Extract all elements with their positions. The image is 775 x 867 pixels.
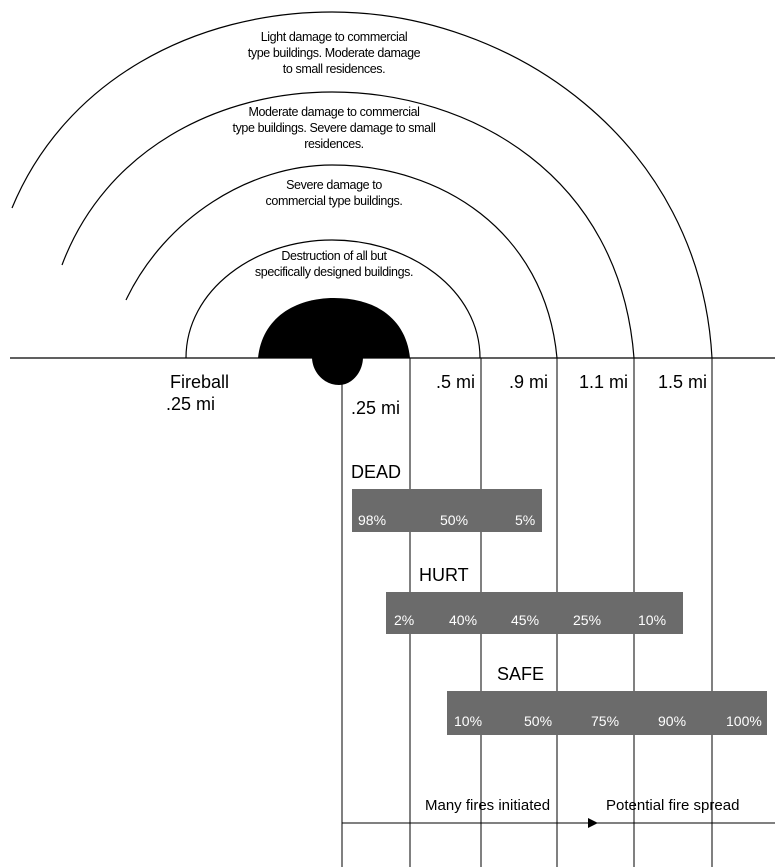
zone-text-severe: Severe damage to commercial type buildin… — [222, 177, 446, 209]
safe-heading: SAFE — [497, 664, 545, 684]
dead-band — [352, 489, 542, 532]
ring-light — [11, 11, 713, 359]
distance-label-05: .5 mi — [436, 372, 476, 392]
distance-label-09: .9 mi — [509, 372, 549, 392]
fire-arrow-head — [588, 818, 598, 828]
fireball-radius: .25 mi — [166, 394, 216, 414]
hurt-pct-0: 2% — [394, 612, 415, 628]
safe-pct-0: 10% — [454, 713, 483, 729]
zone-line: Destruction of all but — [281, 249, 387, 263]
safe-pct-4: 100% — [726, 713, 762, 729]
hurt-pct-4: 10% — [638, 612, 667, 628]
zone-text-light: Light damage to commercial type building… — [210, 29, 458, 77]
fireball-core — [312, 357, 363, 385]
zone-line: commercial type buildings. — [265, 194, 403, 208]
dead-pct-0: 98% — [358, 512, 387, 528]
hurt-heading: HURT — [419, 565, 469, 585]
hurt-band — [386, 592, 683, 634]
zone-line: Severe damage to — [286, 178, 382, 192]
zone-line: Moderate damage to commercial — [248, 105, 420, 119]
safe-band — [447, 691, 767, 735]
fires-initiated-label: Many fires initiated — [425, 797, 551, 814]
ring-moderate — [61, 91, 635, 359]
zone-line: to small residences. — [282, 62, 386, 76]
zone-line: Light damage to commercial — [260, 30, 408, 44]
hurt-pct-1: 40% — [449, 612, 478, 628]
zone-text-destruction: Destruction of all but specifically desi… — [222, 248, 446, 280]
zone-line: residences. — [304, 137, 364, 151]
fire-spread-label: Potential fire spread — [606, 797, 740, 814]
distance-label-11: 1.1 mi — [579, 372, 629, 392]
safe-pct-1: 50% — [524, 713, 553, 729]
dead-heading: DEAD — [351, 462, 402, 482]
dead-pct-2: 5% — [515, 512, 536, 528]
hurt-pct-2: 45% — [511, 612, 540, 628]
safe-pct-3: 90% — [658, 713, 687, 729]
zone-line: specifically designed buildings. — [254, 265, 414, 279]
fireball-dome — [258, 298, 410, 358]
distance-label-15: 1.5 mi — [658, 372, 708, 392]
dead-pct-1: 50% — [440, 512, 469, 528]
distance-label-025: .25 mi — [351, 398, 401, 418]
fireball-title: Fireball — [170, 372, 230, 392]
hurt-pct-3: 25% — [573, 612, 602, 628]
safe-pct-2: 75% — [591, 713, 620, 729]
ring-destruction — [185, 239, 481, 359]
zone-line: type buildings. Severe damage to small — [232, 121, 436, 135]
zone-line: type buildings. Moderate damage — [247, 46, 421, 60]
zone-text-moderate: Moderate damage to commercial type build… — [200, 104, 468, 152]
ring-severe — [125, 164, 558, 359]
